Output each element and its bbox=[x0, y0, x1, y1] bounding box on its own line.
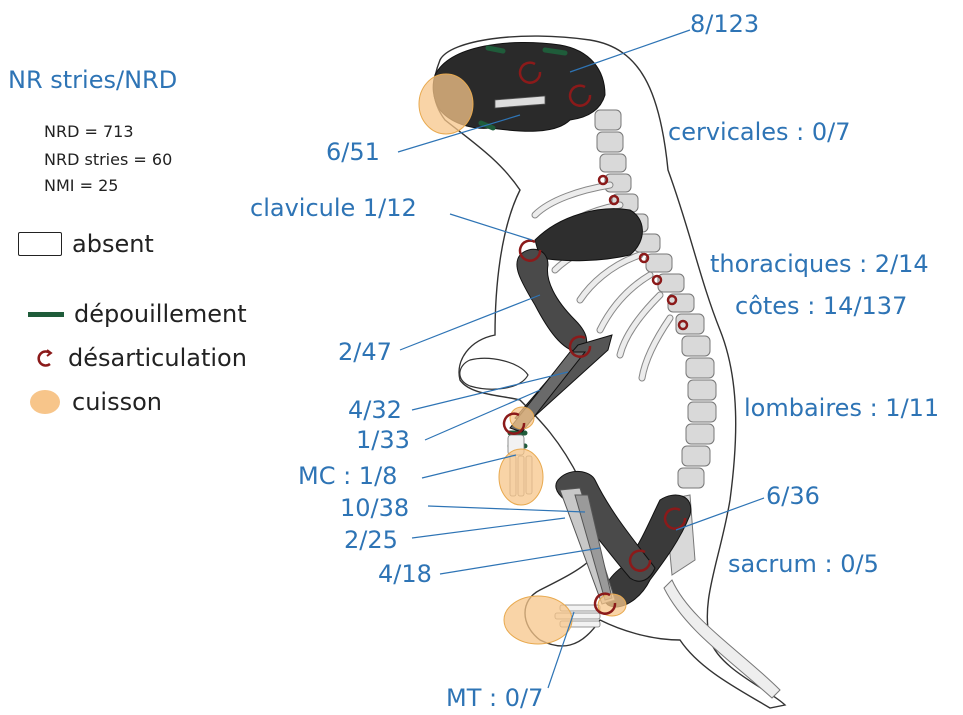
legend-label-depouillement: dépouillement bbox=[74, 300, 247, 328]
cuisson-swatch bbox=[30, 390, 60, 414]
scapula bbox=[535, 209, 642, 261]
label-cervicales: cervicales : 0/7 bbox=[668, 120, 851, 144]
legend-label-absent: absent bbox=[72, 230, 154, 258]
label-fibula: 4/18 bbox=[378, 562, 432, 586]
legend-title: NR stries/NRD bbox=[8, 66, 177, 94]
label-mt: MT : 0/7 bbox=[446, 686, 543, 710]
legend-label-cuisson: cuisson bbox=[72, 388, 162, 416]
label-lombaires: lombaires : 1/11 bbox=[744, 396, 939, 420]
label-sacrum: sacrum : 0/5 bbox=[728, 552, 879, 576]
legend-item-depouillement: dépouillement bbox=[22, 300, 247, 328]
label-mc: MC : 1/8 bbox=[298, 464, 397, 488]
label-crane: 8/123 bbox=[690, 12, 759, 36]
label-radius: 4/32 bbox=[348, 398, 402, 422]
label-mandibule: 6/51 bbox=[326, 140, 380, 164]
label-ulna: 1/33 bbox=[356, 428, 410, 452]
label-thoraciques: thoraciques : 2/14 bbox=[710, 252, 929, 276]
depouillement-swatch bbox=[28, 312, 64, 317]
legend-item-absent: absent bbox=[18, 230, 154, 258]
femur bbox=[556, 471, 655, 581]
label-tibia: 2/25 bbox=[344, 528, 398, 552]
legend-label-desarticulation: désarticulation bbox=[68, 344, 247, 372]
stat-nrd: NRD = 713 bbox=[44, 124, 134, 140]
stat-nrd-stries: NRD stries = 60 bbox=[44, 152, 172, 168]
legend-item-cuisson: cuisson bbox=[22, 388, 162, 416]
label-femur: 10/38 bbox=[340, 496, 409, 520]
absent-swatch bbox=[18, 232, 62, 256]
legend-item-desarticulation: désarticulation bbox=[22, 344, 247, 372]
label-cotes: côtes : 14/137 bbox=[735, 294, 907, 318]
desarticulation-icon bbox=[34, 347, 56, 369]
label-coxal: 6/36 bbox=[766, 484, 820, 508]
label-clavicule: clavicule 1/12 bbox=[250, 196, 417, 220]
stat-nmi: NMI = 25 bbox=[44, 178, 118, 194]
tail bbox=[664, 580, 780, 698]
label-humerus: 2/47 bbox=[338, 340, 392, 364]
